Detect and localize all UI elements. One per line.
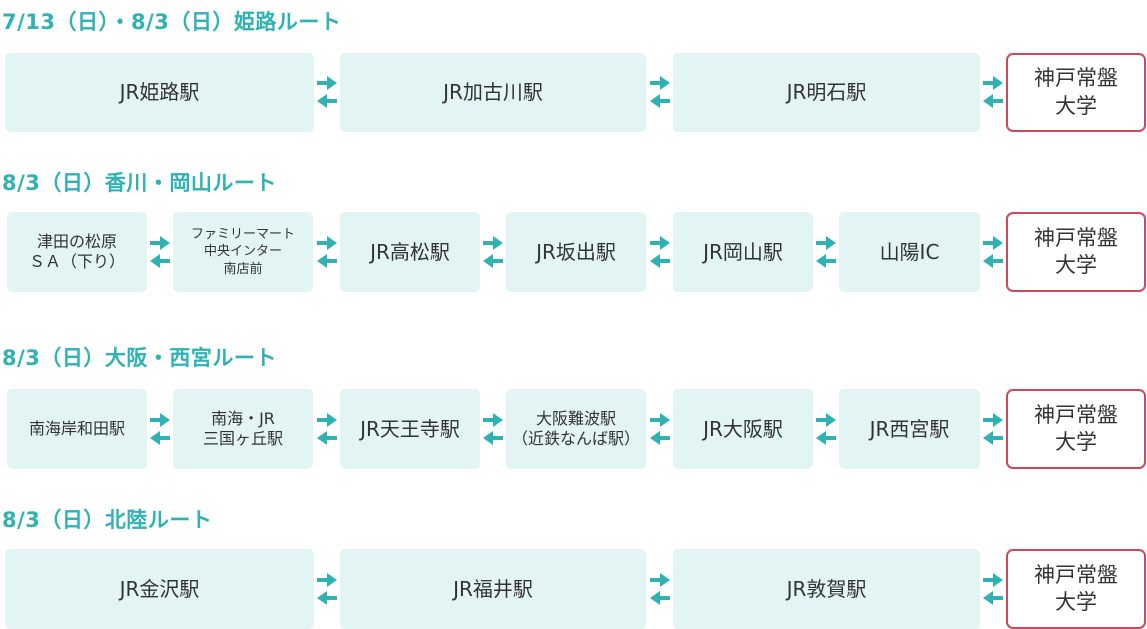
bidirectional-arrow-icon <box>148 409 172 449</box>
station-label: JR姫路駅 <box>119 80 200 104</box>
bidirectional-arrow-icon <box>814 409 838 449</box>
station-box: JR坂出駅 <box>506 212 646 292</box>
destination-label: 神戸常盤 大学 <box>1034 402 1118 454</box>
destination-box: 神戸常盤 大学 <box>1006 389 1146 469</box>
route-title: 8/3（日）大阪・西宮ルート <box>2 346 277 370</box>
destination-box: 神戸常盤 大学 <box>1006 53 1146 132</box>
station-label: 大阪難波駅 （近鉄なんば駅） <box>511 409 640 448</box>
station-label: 山陽IC <box>879 239 940 264</box>
station-box: 南海・JR 三国ヶ丘駅 <box>173 389 313 469</box>
station-box: 山陽IC <box>839 212 980 292</box>
station-label: 南海・JR 三国ヶ丘駅 <box>202 409 283 448</box>
station-box: JR岡山駅 <box>673 212 813 292</box>
station-label: 津田の松原 ＳＡ（下り） <box>28 232 125 271</box>
bidirectional-arrow-icon <box>148 232 172 272</box>
bidirectional-arrow-icon <box>648 569 672 609</box>
bidirectional-arrow-icon <box>814 232 838 272</box>
station-box: JR加古川駅 <box>340 53 646 132</box>
bidirectional-arrow-icon <box>315 232 339 272</box>
station-label: JR西宮駅 <box>869 416 950 441</box>
station-label: JR坂出駅 <box>536 239 616 264</box>
bidirectional-arrow-icon <box>481 232 505 272</box>
station-label: JR明石駅 <box>786 80 867 104</box>
station-box: 津田の松原 ＳＡ（下り） <box>7 212 147 292</box>
station-label: JR天王寺駅 <box>360 416 460 441</box>
station-label: JR大阪駅 <box>703 416 783 441</box>
station-box: JR姫路駅 <box>5 53 314 132</box>
bidirectional-arrow-icon <box>315 72 339 112</box>
bidirectional-arrow-icon <box>981 569 1005 609</box>
station-label: 南海岸和田駅 <box>28 419 125 438</box>
station-label: ファミリーマート 中央インター 南店前 <box>190 226 295 277</box>
station-box: JR天王寺駅 <box>340 389 480 469</box>
bidirectional-arrow-icon <box>648 72 672 112</box>
station-label: JR福井駅 <box>453 576 533 601</box>
bidirectional-arrow-icon <box>981 72 1005 112</box>
bidirectional-arrow-icon <box>315 569 339 609</box>
station-box: 大阪難波駅 （近鉄なんば駅） <box>506 389 646 469</box>
station-label: JR金沢駅 <box>119 576 200 601</box>
station-label: JR高松駅 <box>370 239 450 264</box>
destination-label: 神戸常盤 大学 <box>1034 66 1118 118</box>
route-title: 8/3（日）北陸ルート <box>2 508 213 532</box>
bidirectional-arrow-icon <box>981 409 1005 449</box>
destination-box: 神戸常盤 大学 <box>1006 549 1146 629</box>
destination-label: 神戸常盤 大学 <box>1034 562 1118 614</box>
station-label: JR敦賀駅 <box>786 576 867 601</box>
station-box: JR高松駅 <box>340 212 480 292</box>
bidirectional-arrow-icon <box>981 232 1005 272</box>
bidirectional-arrow-icon <box>648 409 672 449</box>
station-box: JR金沢駅 <box>5 549 314 629</box>
station-box: JR西宮駅 <box>839 389 980 469</box>
bidirectional-arrow-icon <box>648 232 672 272</box>
station-box: ファミリーマート 中央インター 南店前 <box>173 212 313 292</box>
station-label: JR加古川駅 <box>443 80 543 104</box>
station-box: JR大阪駅 <box>673 389 813 469</box>
station-box: JR福井駅 <box>340 549 646 629</box>
bidirectional-arrow-icon <box>315 409 339 449</box>
station-box: JR明石駅 <box>673 53 980 132</box>
route-title: 7/13（日）・8/3（日）姫路ルート <box>2 10 342 34</box>
destination-label: 神戸常盤 大学 <box>1034 225 1118 277</box>
bidirectional-arrow-icon <box>481 409 505 449</box>
destination-box: 神戸常盤 大学 <box>1006 212 1146 292</box>
route-title: 8/3（日）香川・岡山ルート <box>2 171 277 195</box>
station-label: JR岡山駅 <box>703 239 783 264</box>
station-box: JR敦賀駅 <box>673 549 980 629</box>
station-box: 南海岸和田駅 <box>7 389 147 469</box>
